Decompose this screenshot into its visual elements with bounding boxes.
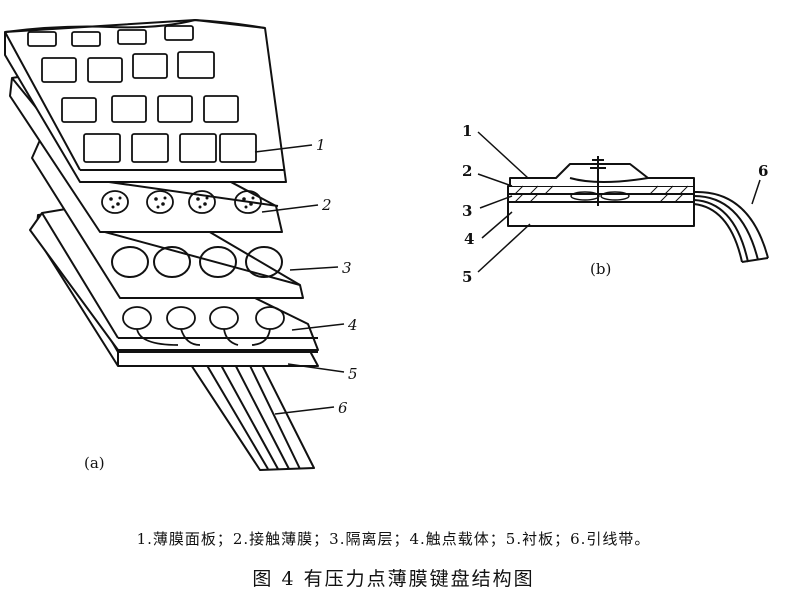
- callout-a-3: 3: [342, 259, 352, 277]
- callout-a-4: 4: [347, 316, 358, 334]
- callout-b-3: 3: [462, 202, 472, 220]
- leader-lines-b: [477, 131, 761, 273]
- callout-b-1: 1: [462, 122, 472, 140]
- callout-b-2: 2: [462, 162, 472, 180]
- membrane-panel: [4, 19, 287, 183]
- callout-b-4: 4: [464, 230, 474, 248]
- figure-legend: 1.薄膜面板；2.接触薄膜；3.隔离层；4.触点载体；5.衬板；6.引线带。: [136, 530, 651, 548]
- panel-b-label: (b): [590, 260, 611, 278]
- keyboard-structure-diagram: 1 2 3 4 5 6 1 2 3 4 5 6 (a) (b): [4, 19, 769, 472]
- figure-title: 图 4 有压力点薄膜键盘结构图: [252, 568, 535, 590]
- cross-section-view: [507, 156, 769, 263]
- cross-section-hatching: [514, 185, 689, 203]
- key-grid: [27, 25, 257, 163]
- callout-b-5: 5: [462, 268, 472, 286]
- callout-a-6: 6: [338, 399, 348, 417]
- spacer-hole-row: [111, 246, 283, 278]
- contact-pad-row: [122, 306, 285, 346]
- membrane-dot-row: [101, 190, 262, 214]
- callout-a-5: 5: [348, 365, 358, 383]
- callout-a-1: 1: [316, 136, 326, 154]
- callout-b-6: 6: [758, 162, 768, 180]
- leader-lines-a: [254, 144, 345, 415]
- callout-a-2: 2: [321, 196, 332, 214]
- panel-a-label: (a): [84, 454, 105, 472]
